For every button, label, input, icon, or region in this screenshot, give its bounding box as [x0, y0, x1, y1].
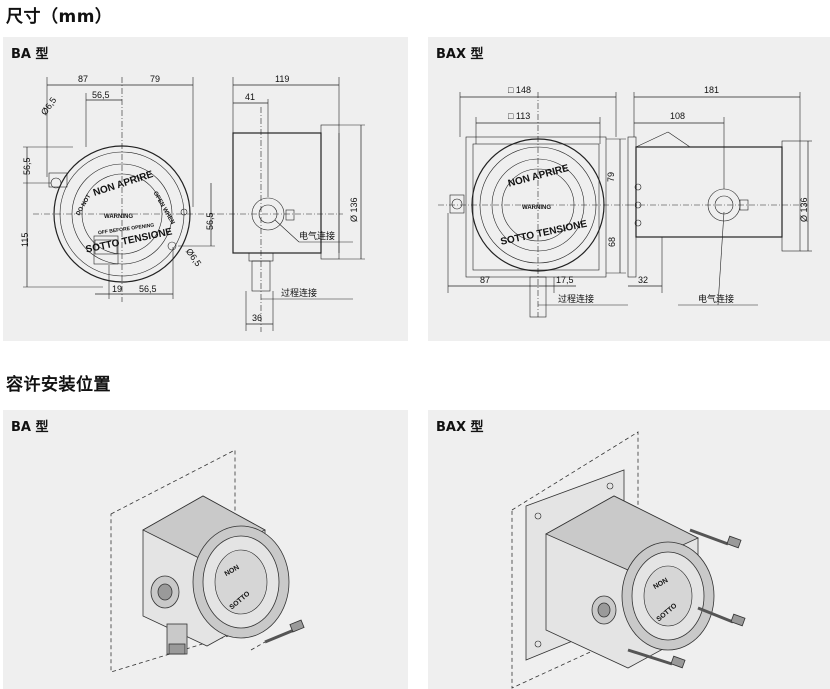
bax-dim-68: 68: [607, 237, 617, 247]
ba-process-label: 过程连接: [281, 287, 317, 299]
ba-dim-19: 19: [112, 284, 122, 294]
mounting-heading: 容许安装位置: [6, 375, 111, 395]
bax-dim-113: □ 113: [508, 111, 530, 121]
ba-dim-36: 36: [252, 313, 262, 323]
ba-dim-119: 119: [275, 74, 289, 84]
bax-mounting-panel: BAX 型 NON SOTTO: [428, 410, 830, 689]
bax-face-bottom-text: SOTTO TENSIONE: [500, 219, 589, 248]
bax-dim-136: Ø 136: [799, 197, 809, 222]
ba-mounting-panel: BA 型 NON SOTTO: [3, 410, 408, 689]
bax-mounting-illustration: NON SOTTO: [511, 431, 746, 689]
bax-electrical-label: 电气连接: [698, 293, 734, 305]
ba-left-lug-hole: [50, 177, 62, 189]
bax-face-top-text: NON APRIRE: [507, 163, 570, 190]
bax-dim-17-5: 17,5: [556, 275, 574, 285]
ba-dimensions-panel: BA 型 NON APRIRE WARNING SOTTO TENSIONE D…: [3, 37, 408, 341]
ba-dim-56-5-right: 56,5: [205, 212, 215, 230]
ba-dimension-drawing: NON APRIRE WARNING SOTTO TENSIONE DO NOT…: [20, 74, 365, 332]
bax-dim-32: 32: [638, 275, 648, 285]
ba-mounting-label: BA 型: [11, 420, 49, 435]
bax-dimensions-panel: BAX 型 NON APRIRE WARNING SOTTO TENSIONE …: [428, 37, 830, 341]
bax-dim-79: 79: [606, 172, 616, 182]
bax-dim-87: 87: [480, 275, 490, 285]
bax-face-warning: WARNING: [522, 205, 551, 211]
bax-dimension-drawing: NON APRIRE WARNING SOTTO TENSIONE □ 148 …: [438, 85, 812, 318]
ba-dim-136: Ø 136: [349, 197, 359, 222]
ba-electrical-label: 电气连接: [299, 230, 335, 242]
bax-dim-181: 181: [704, 85, 719, 95]
ba-dim-115: 115: [20, 233, 30, 247]
ba-dim-56-5-left: 56,5: [22, 157, 32, 175]
ba-dim-41: 41: [245, 92, 255, 102]
ba-dim-6-5-top: Ø6,5: [39, 95, 58, 117]
bax-process-label: 过程连接: [558, 293, 594, 305]
bax-dim-108: 108: [670, 111, 685, 121]
ba-face-warning: WARNING: [104, 214, 133, 220]
bax-side-body: [635, 146, 783, 238]
dimensions-heading: 尺寸（mm）: [6, 7, 113, 27]
ba-dimensions-label: BA 型: [11, 47, 49, 62]
ba-dim-56-5-bottom: 56,5: [139, 284, 157, 294]
bax-dim-148: □ 148: [508, 85, 531, 95]
ba-mounting-illustration: NON SOTTO: [110, 449, 305, 673]
ba-dim-56-5-top: 56,5: [92, 90, 110, 100]
bax-mounting-label: BAX 型: [436, 420, 484, 435]
ba-dim-87: 87: [78, 74, 88, 84]
bax-dimensions-label: BAX 型: [436, 47, 484, 62]
ba-face-ring-left: DO NOT: [76, 193, 93, 216]
ba-dim-79: 79: [150, 74, 160, 84]
ba-dim-6-5-bottom: Ø6,5: [184, 246, 203, 268]
ba-face-top-text: NON APRIRE: [92, 169, 155, 199]
